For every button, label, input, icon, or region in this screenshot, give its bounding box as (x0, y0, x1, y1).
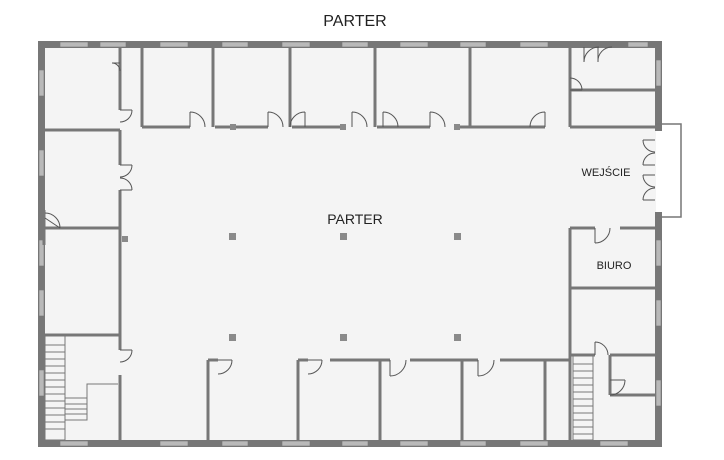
entrance-vestibule (655, 123, 682, 218)
structural-columns (122, 124, 461, 341)
entrance-label: WEJŚCIE (582, 166, 631, 179)
interior-walls (42, 47, 655, 440)
hall-label: PARTER (327, 211, 383, 227)
staircase-right (572, 355, 594, 441)
staircase-left (44, 335, 118, 441)
floor-area (44, 47, 656, 441)
doors (44, 46, 656, 396)
office-label: BIURO (597, 260, 632, 272)
plan-title: PARTER (323, 13, 386, 30)
windows (38, 41, 662, 447)
